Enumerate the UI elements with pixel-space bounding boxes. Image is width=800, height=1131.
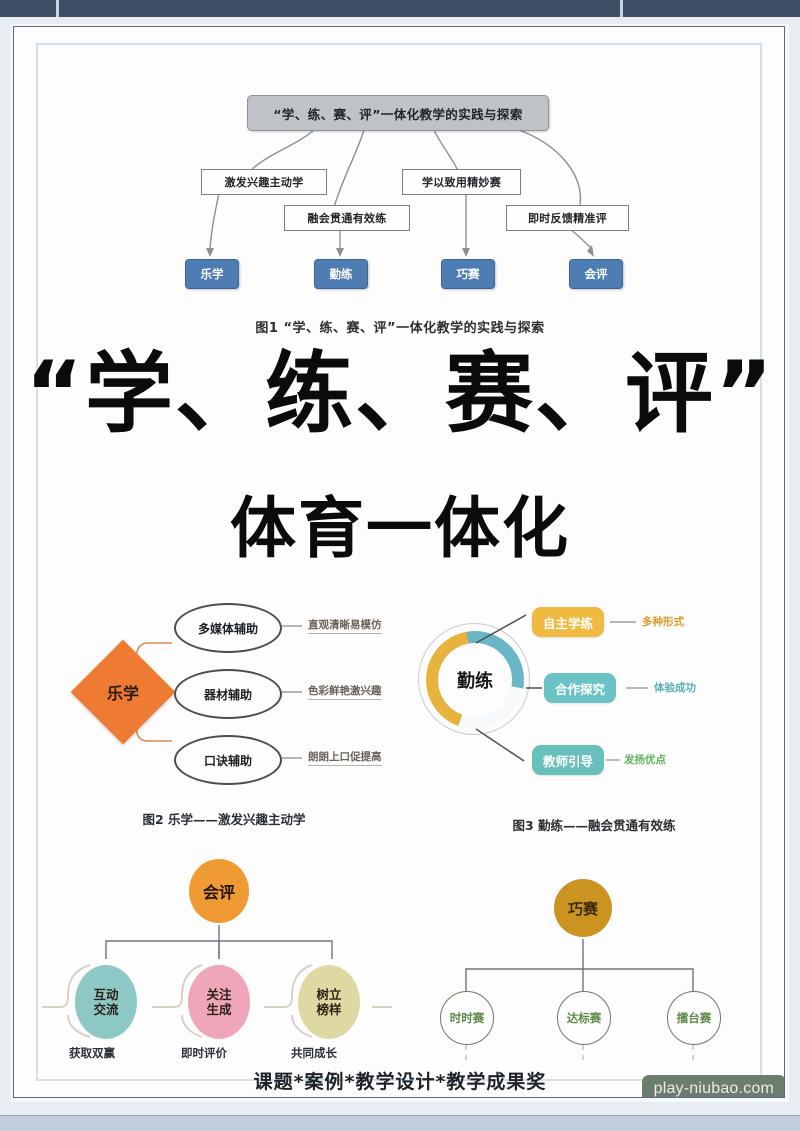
figure-1-label-3: 学以致用精妙赛	[402, 169, 521, 195]
figure-3-note-2: 体验成功	[654, 682, 696, 694]
figure-1-label-1: 激发兴趣主动学	[201, 169, 327, 195]
figure-3-node-1: 自主学练	[532, 607, 605, 637]
figure-3-note-1: 多种形式	[642, 616, 684, 628]
watermark-badge: play-niubao.com	[641, 1075, 784, 1097]
top-strip-seam-right	[620, 0, 623, 17]
figure-2-node-2: 器材辅助	[174, 669, 282, 719]
figure-4: 会评 互动 交流 关注 生成 树立 榜样 获取双赢 即时评价 共同成长	[42, 855, 402, 1070]
figure-1-caption: 图1 “学、练、赛、评”一体化教学的实践与探索	[255, 321, 545, 336]
figure-4-note-1: 获取双赢	[69, 1046, 115, 1060]
figure-3-node-3: 教师引导	[532, 745, 605, 775]
page-title: “学、练、赛、评”	[25, 342, 775, 445]
figure-1-label-2: 融会贯通有效练	[284, 205, 410, 231]
figure-2-note-3: 朗朗上口促提高	[308, 749, 382, 766]
figure-4-node-1-line1: 互动	[93, 986, 119, 1002]
figure-5-root-node: 巧赛	[554, 879, 612, 937]
figure-4-root-node: 会评	[189, 859, 249, 923]
figure-1-box-lexue: 乐学	[185, 259, 239, 289]
figure-3-connectors	[475, 614, 648, 762]
figure-1-root-node: “学、练、赛、评”一体化教学的实践与探索	[247, 95, 549, 131]
figure-3: 勤练 自主学练 合作探究 教师引导 多种形式 体验成功 发扬优点 图3 勤练——…	[414, 583, 774, 848]
figure-1-box-qinlian: 勤练	[314, 259, 368, 289]
figure-4-node-2-line2: 生成	[206, 1002, 232, 1017]
page-subtitle: 体育一体化	[230, 490, 570, 567]
figure-4-node-1-line2: 交流	[93, 1002, 119, 1017]
figure-3-root-label: 勤练	[457, 671, 493, 692]
figure-4-node-2-line1: 关注	[206, 986, 232, 1002]
figure-4-node-3: 树立 榜样	[298, 965, 360, 1039]
document-page: “学、练、赛、评”一体化教学的实践与探索 激发兴趣主动学 融会贯通有效练 学以致…	[13, 26, 785, 1098]
figure-4-note-3: 共同成长	[291, 1046, 337, 1060]
figure-2: 乐学 多媒体辅助 器材辅助 口诀辅助 直观清晰易模仿 色彩鲜艳激兴趣 朗朗上口促…	[44, 583, 404, 833]
figure-1: “学、练、赛、评”一体化教学的实践与探索 激发兴趣主动学 融会贯通有效练 学以致…	[14, 35, 784, 336]
figure-2-node-1: 多媒体辅助	[174, 603, 282, 653]
figure-5-node-1: 时时赛	[440, 991, 494, 1045]
figure-1-label-4: 即时反馈精准评	[506, 205, 629, 231]
figure-4-node-2: 关注 生成	[188, 965, 250, 1039]
figure-3-ring-outline	[418, 623, 530, 735]
figure-2-note-1: 直观清晰易模仿	[308, 617, 382, 634]
figure-5-node-2: 达标赛	[557, 991, 611, 1045]
figure-1-connectors	[206, 129, 594, 257]
figure-1-box-huiping: 会评	[569, 259, 623, 289]
figure-2-caption: 图2 乐学——激发兴趣主动学	[142, 812, 306, 827]
window-bottom-strip	[0, 1115, 800, 1131]
figure-2-note-2: 色彩鲜艳激兴趣	[308, 683, 382, 700]
figure-1-box-qiaosai: 巧赛	[441, 259, 495, 289]
figure-3-note-3: 发扬优点	[624, 754, 666, 766]
top-strip-seam-left	[56, 0, 59, 17]
figure-2-node-3: 口诀辅助	[174, 735, 282, 785]
figure-3-caption: 图3 勤练——融会贯通有效练	[512, 818, 676, 833]
page-footer-caption: 课题*案例*教学设计*教学成果奖	[253, 1071, 547, 1093]
figure-2-root-label: 乐学	[106, 684, 139, 703]
figure-5: 巧赛 时时赛 达标赛 擂台赛	[414, 879, 774, 1064]
figure-4-node-1: 互动 交流	[75, 965, 137, 1039]
figure-4-connectors	[42, 925, 392, 1038]
figure-4-node-3-line2: 榜样	[316, 1002, 342, 1017]
figure-4-note-2: 即时评价	[181, 1046, 227, 1060]
window-top-strip	[0, 0, 800, 17]
figure-4-node-3-line1: 树立	[316, 986, 342, 1002]
figure-3-node-2: 合作探究	[544, 673, 617, 703]
figure-5-node-3: 擂台赛	[667, 991, 721, 1045]
